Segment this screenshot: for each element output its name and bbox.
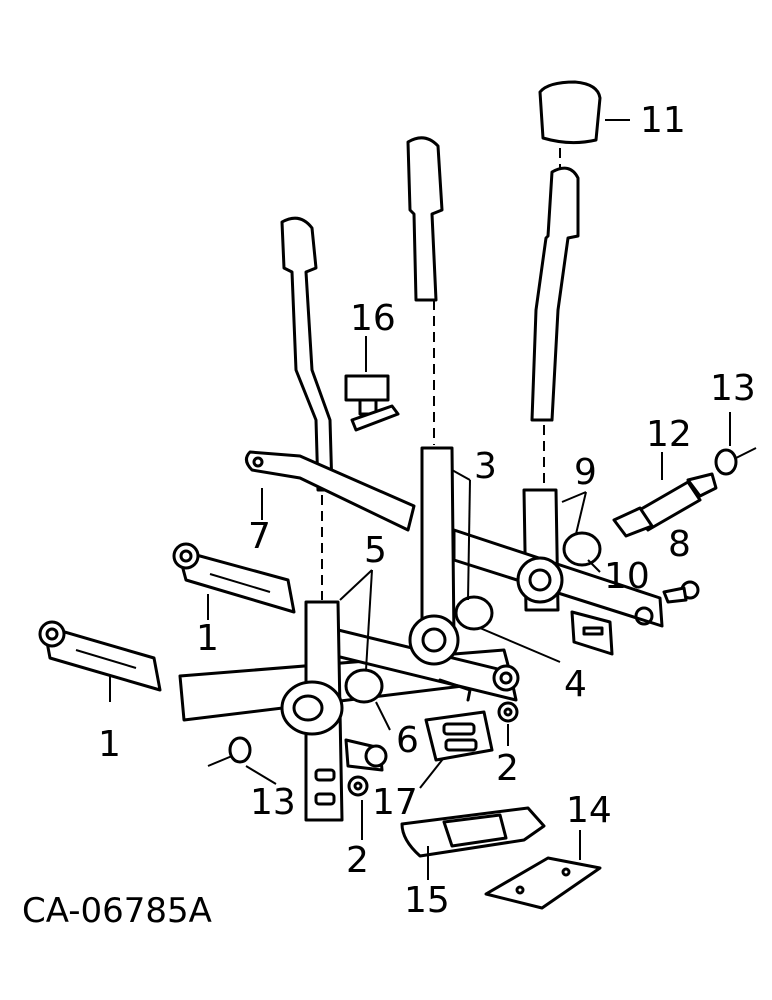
right-upright [452, 488, 664, 656]
bushing-4 [454, 595, 494, 631]
label-12: 12 [646, 414, 692, 455]
middle-upright [420, 446, 456, 642]
left-upright [280, 600, 388, 822]
label-13-left: 13 [250, 782, 296, 823]
washer-2-upper [497, 701, 519, 723]
clip-13-left [207, 736, 252, 767]
washer-2-lower [347, 775, 369, 797]
label-1-upper: 1 [196, 618, 219, 659]
label-7: 7 [248, 516, 271, 557]
long-bar [178, 614, 520, 722]
plate-14 [484, 830, 602, 910]
clip-13-right [714, 412, 757, 476]
label-10: 10 [604, 556, 650, 597]
right-lever [530, 166, 580, 422]
label-6: 6 [396, 720, 419, 761]
figure-code: CA-06785A [22, 891, 212, 931]
label-2-upper: 2 [496, 748, 519, 789]
plate-17 [424, 710, 494, 762]
arm-1-upper [172, 542, 296, 620]
rod-12 [612, 452, 718, 538]
knob [538, 80, 630, 145]
label-1-lower: 1 [98, 724, 121, 765]
label-16: 16 [350, 298, 396, 339]
arm-1-lower [38, 620, 162, 702]
label-5: 5 [364, 530, 387, 571]
label-2-lower: 2 [346, 840, 369, 881]
label-4: 4 [564, 664, 587, 705]
label-17: 17 [372, 782, 418, 823]
bolt-8 [662, 580, 700, 604]
label-14: 14 [566, 790, 612, 831]
left-lever [280, 216, 334, 492]
clip [344, 336, 400, 432]
shaft-7 [245, 450, 416, 532]
label-15: 15 [404, 880, 450, 921]
middle-lever [406, 136, 444, 302]
label-13-right: 13 [710, 368, 756, 409]
label-3: 3 [474, 446, 497, 487]
bushing-6 [344, 668, 384, 704]
plate-15 [400, 806, 546, 880]
label-8: 8 [668, 524, 691, 565]
label-9: 9 [574, 452, 597, 493]
bushing-10 [562, 531, 602, 567]
label-11: 11 [640, 100, 686, 141]
